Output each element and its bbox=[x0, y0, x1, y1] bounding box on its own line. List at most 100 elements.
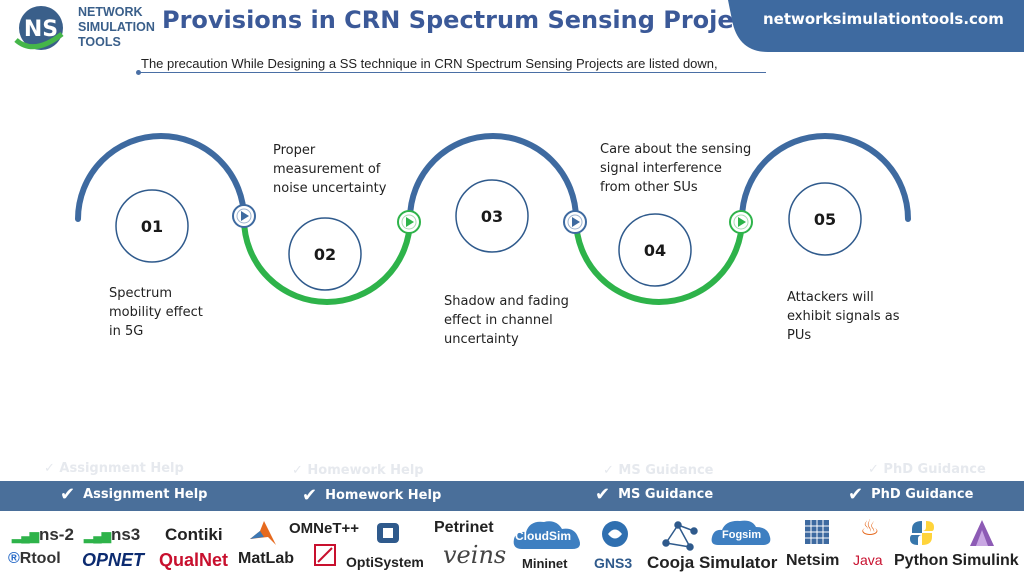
tool-gns3: GNS3 bbox=[594, 555, 633, 571]
check-icon: ✔ bbox=[848, 484, 864, 505]
step-circle-3 bbox=[455, 179, 529, 253]
cloudsim-cloud-icon bbox=[513, 521, 580, 549]
service-reflection-4: ✓ PhD Guidance bbox=[868, 462, 986, 477]
tool-petrinet: Petrinet bbox=[434, 519, 494, 536]
tool-cloudsim: CloudSim bbox=[515, 529, 571, 543]
tool-cooja-simulator: Cooja Simulator bbox=[647, 553, 778, 572]
signal-bars-icon: ▂▄▆ bbox=[84, 529, 111, 543]
service-label-2: Homework Help bbox=[325, 488, 442, 503]
chip-icon bbox=[377, 523, 399, 543]
arc-blue-1 bbox=[75, 133, 247, 222]
step-4-line-2: signal interference bbox=[600, 161, 722, 176]
service-reflection-3: ✓ MS Guidance bbox=[603, 463, 714, 478]
step-2-line-2: measurement of bbox=[273, 162, 381, 177]
step-2-line-1: Proper bbox=[273, 143, 316, 158]
network-graph-icon bbox=[662, 521, 698, 551]
service-assignment-help[interactable]: ✔Assignment Help bbox=[60, 484, 207, 505]
service-label-1: Assignment Help bbox=[83, 487, 208, 502]
play-icon-1 bbox=[232, 204, 256, 228]
simulink-icon bbox=[970, 520, 994, 546]
play-icon-4 bbox=[729, 210, 753, 234]
service-label-3: MS Guidance bbox=[618, 487, 714, 502]
play-icon-3 bbox=[563, 210, 587, 234]
logo-initials: NS bbox=[24, 17, 58, 42]
network-simulation-tools-logo: NS bbox=[14, 6, 64, 50]
tool-optisystem: OptiSystem bbox=[346, 554, 424, 570]
tool-mininet: Mininet bbox=[522, 556, 568, 571]
service-reflection-3-label: MS Guidance bbox=[618, 463, 714, 478]
step-description-1: Spectrum mobility effect in 5G bbox=[109, 284, 239, 341]
tool-ns2-label: ns-2 bbox=[38, 525, 74, 544]
step-4-line-1: Care about the sensing bbox=[600, 142, 752, 157]
step-circle-5 bbox=[788, 182, 862, 256]
tool-fogsim: Fogsim bbox=[722, 529, 762, 541]
logo-line-2: SIMULATION bbox=[78, 20, 155, 34]
step-5-line-2: exhibit signals as bbox=[787, 309, 900, 324]
service-homework-help[interactable]: ✔ Homework Help bbox=[302, 485, 441, 506]
tool-netsim: Netsim bbox=[786, 552, 840, 569]
gns3-icon bbox=[602, 521, 628, 547]
step-3-line-3: uncertainty bbox=[444, 332, 519, 347]
logo-wordmark: NETWORK SIMULATION TOOLS bbox=[78, 5, 155, 50]
page-title: Provisions in CRN Spectrum Sensing Proje… bbox=[162, 6, 774, 34]
logo-line-1: NETWORK bbox=[78, 5, 143, 19]
tool-matlab: MatLab bbox=[238, 550, 294, 567]
matlab-icon bbox=[250, 521, 276, 545]
tool-ns2: ▂▄▆ns-2 bbox=[12, 525, 74, 545]
java-cup-icon: ♨ bbox=[860, 516, 880, 541]
tool-veins: veins bbox=[443, 541, 507, 569]
step-number-1: 01 bbox=[141, 217, 163, 236]
tool-qualnet: QualNet bbox=[159, 550, 229, 570]
tool-rtool: ®Rtool bbox=[8, 550, 61, 568]
service-reflection-2-label: Homework Help bbox=[307, 463, 424, 478]
python-icon bbox=[910, 521, 934, 545]
fogsim-cloud-icon bbox=[711, 520, 771, 545]
step-description-4: Care about the sensing signal interferen… bbox=[600, 140, 760, 197]
tool-rtool-label: Rtool bbox=[19, 550, 61, 567]
tool-ns3-label: ns3 bbox=[110, 525, 141, 544]
step-1-line-3: in 5G bbox=[109, 324, 144, 339]
step-1-line-2: mobility effect bbox=[109, 305, 203, 320]
step-number-4: 04 bbox=[644, 241, 666, 260]
step-circle-2 bbox=[288, 217, 362, 291]
tools-logo-strip bbox=[0, 513, 1024, 576]
tool-java: Java bbox=[853, 552, 883, 568]
service-reflection-2: ✓ Homework Help bbox=[292, 463, 424, 478]
tool-omnet: OMNeT++ bbox=[289, 520, 360, 537]
check-icon: ✔ bbox=[302, 485, 318, 506]
step-5-line-3: PUs bbox=[787, 328, 812, 343]
service-reflection-4-label: PhD Guidance bbox=[883, 462, 986, 477]
arc-green-4 bbox=[573, 216, 745, 305]
website-tab bbox=[728, 0, 1024, 52]
tool-contiki: Contiki bbox=[165, 525, 223, 544]
step-circle-1 bbox=[115, 189, 189, 263]
logo-line-3: TOOLS bbox=[78, 35, 121, 49]
subtitle-underline bbox=[138, 72, 766, 73]
step-1-line-1: Spectrum bbox=[109, 286, 172, 301]
service-phd-guidance[interactable]: ✔ PhD Guidance bbox=[848, 484, 973, 505]
service-ms-guidance[interactable]: ✔ MS Guidance bbox=[595, 484, 713, 505]
step-4-line-3: from other SUs bbox=[600, 180, 698, 195]
r-logo-icon: ® bbox=[8, 550, 20, 567]
tool-ns3: ▂▄▆ns3 bbox=[84, 525, 140, 545]
services-band bbox=[0, 481, 1024, 511]
step-number-3: 03 bbox=[481, 207, 503, 226]
website-url-link[interactable]: networksimulationtools.com bbox=[763, 10, 1004, 28]
netsim-grid-icon bbox=[805, 520, 829, 544]
optisystem-icon bbox=[314, 544, 336, 566]
step-number-5: 05 bbox=[814, 210, 836, 229]
service-reflection-1: ✓ Assignment Help bbox=[44, 461, 184, 476]
step-description-3: Shadow and fading effect in channel unce… bbox=[444, 292, 594, 349]
step-description-5: Attackers will exhibit signals as PUs bbox=[787, 288, 917, 345]
subtitle: The precaution While Designing a SS tech… bbox=[141, 56, 718, 71]
step-3-line-2: effect in channel bbox=[444, 313, 553, 328]
check-icon: ✔ bbox=[595, 484, 611, 505]
tool-opnet: OPNET bbox=[82, 550, 145, 570]
arc-blue-5 bbox=[739, 133, 911, 222]
arc-green-2 bbox=[241, 216, 413, 305]
step-2-line-3: noise uncertainty bbox=[273, 181, 387, 196]
service-reflection-1-label: Assignment Help bbox=[59, 461, 184, 476]
step-description-2: Proper measurement of noise uncertainty bbox=[273, 141, 413, 198]
service-label-4: PhD Guidance bbox=[871, 487, 974, 502]
